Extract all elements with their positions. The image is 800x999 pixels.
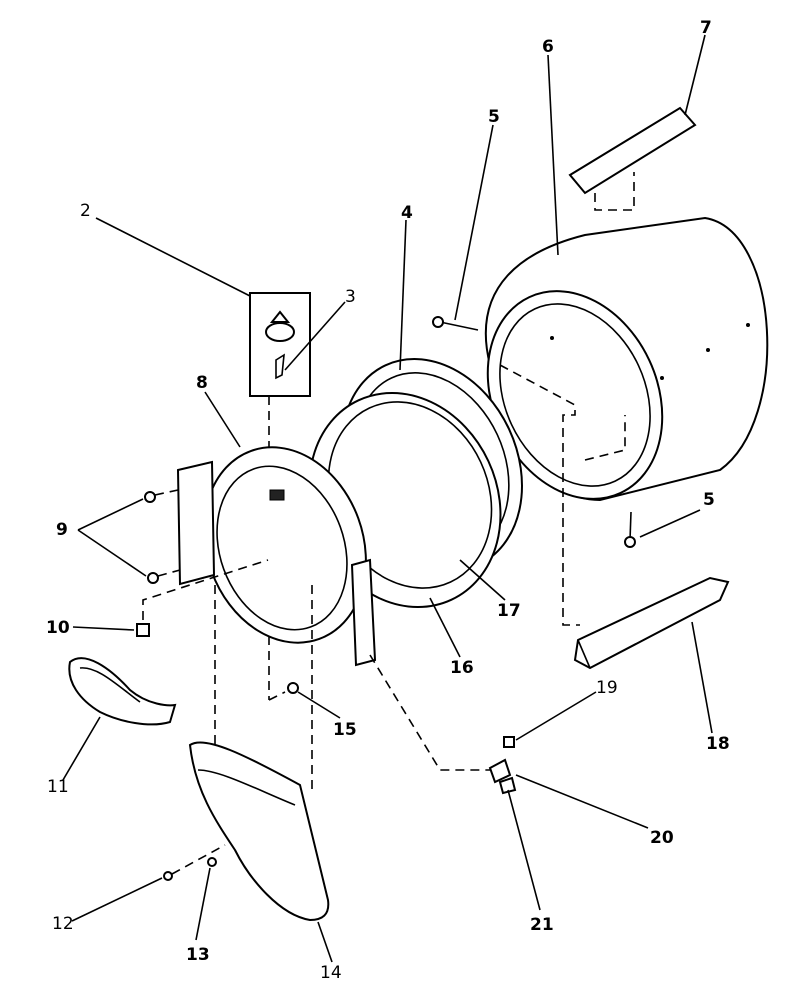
part-11-trim [68,657,177,726]
part-8-front-panel [176,446,377,667]
part-2-sensor-box [249,292,311,397]
part-18-lower-baffle [573,576,730,670]
part-5-screw-lower [624,511,636,548]
callout-17: 17 [497,601,521,621]
callout-4: 4 [401,203,413,223]
callout-8: 8 [196,373,208,393]
callout-labels: 2 3 4 5 5 6 7 8 9 10 11 12 13 14 15 16 1… [46,18,730,983]
assembly-line-6b [584,415,626,461]
callout-12: 12 [52,914,74,934]
part-10-nut [136,623,150,637]
part-12-13-fasteners [163,844,226,881]
leader-lines [62,34,713,963]
part-14-duct [188,741,330,922]
drum-rivet [706,348,710,352]
callout-21: 21 [530,915,554,935]
callout-5-upper: 5 [488,107,500,127]
drum-rivet [746,323,750,327]
callout-19: 19 [596,678,618,698]
callout-9: 9 [56,520,68,540]
callout-7: 7 [700,18,712,38]
callout-11: 11 [47,777,69,797]
part-7-top-baffle [568,106,697,195]
part-9-screws [144,489,181,584]
assembly-line-20 [369,654,490,771]
drum-rivet [550,336,554,340]
callout-14: 14 [320,963,342,983]
callout-18: 18 [706,734,730,754]
assembly-line-7 [594,172,635,211]
callout-16: 16 [450,658,474,678]
callout-5-lower: 5 [703,490,715,510]
callout-15: 15 [333,720,357,740]
part-19-20-21-hinge-clip [488,736,517,795]
callout-6: 6 [542,37,554,57]
callout-13: 13 [186,945,210,965]
part-6-drum [484,216,769,502]
drum-rivet [660,376,664,380]
assembly-line-6 [499,364,580,626]
callout-20: 20 [650,828,674,848]
callout-3: 3 [345,287,356,307]
part-15-screw [268,682,299,701]
part-5-screw-upper [432,316,479,331]
callout-10: 10 [46,618,70,638]
callout-2: 2 [80,201,91,221]
assembly-line-10 [142,559,269,620]
